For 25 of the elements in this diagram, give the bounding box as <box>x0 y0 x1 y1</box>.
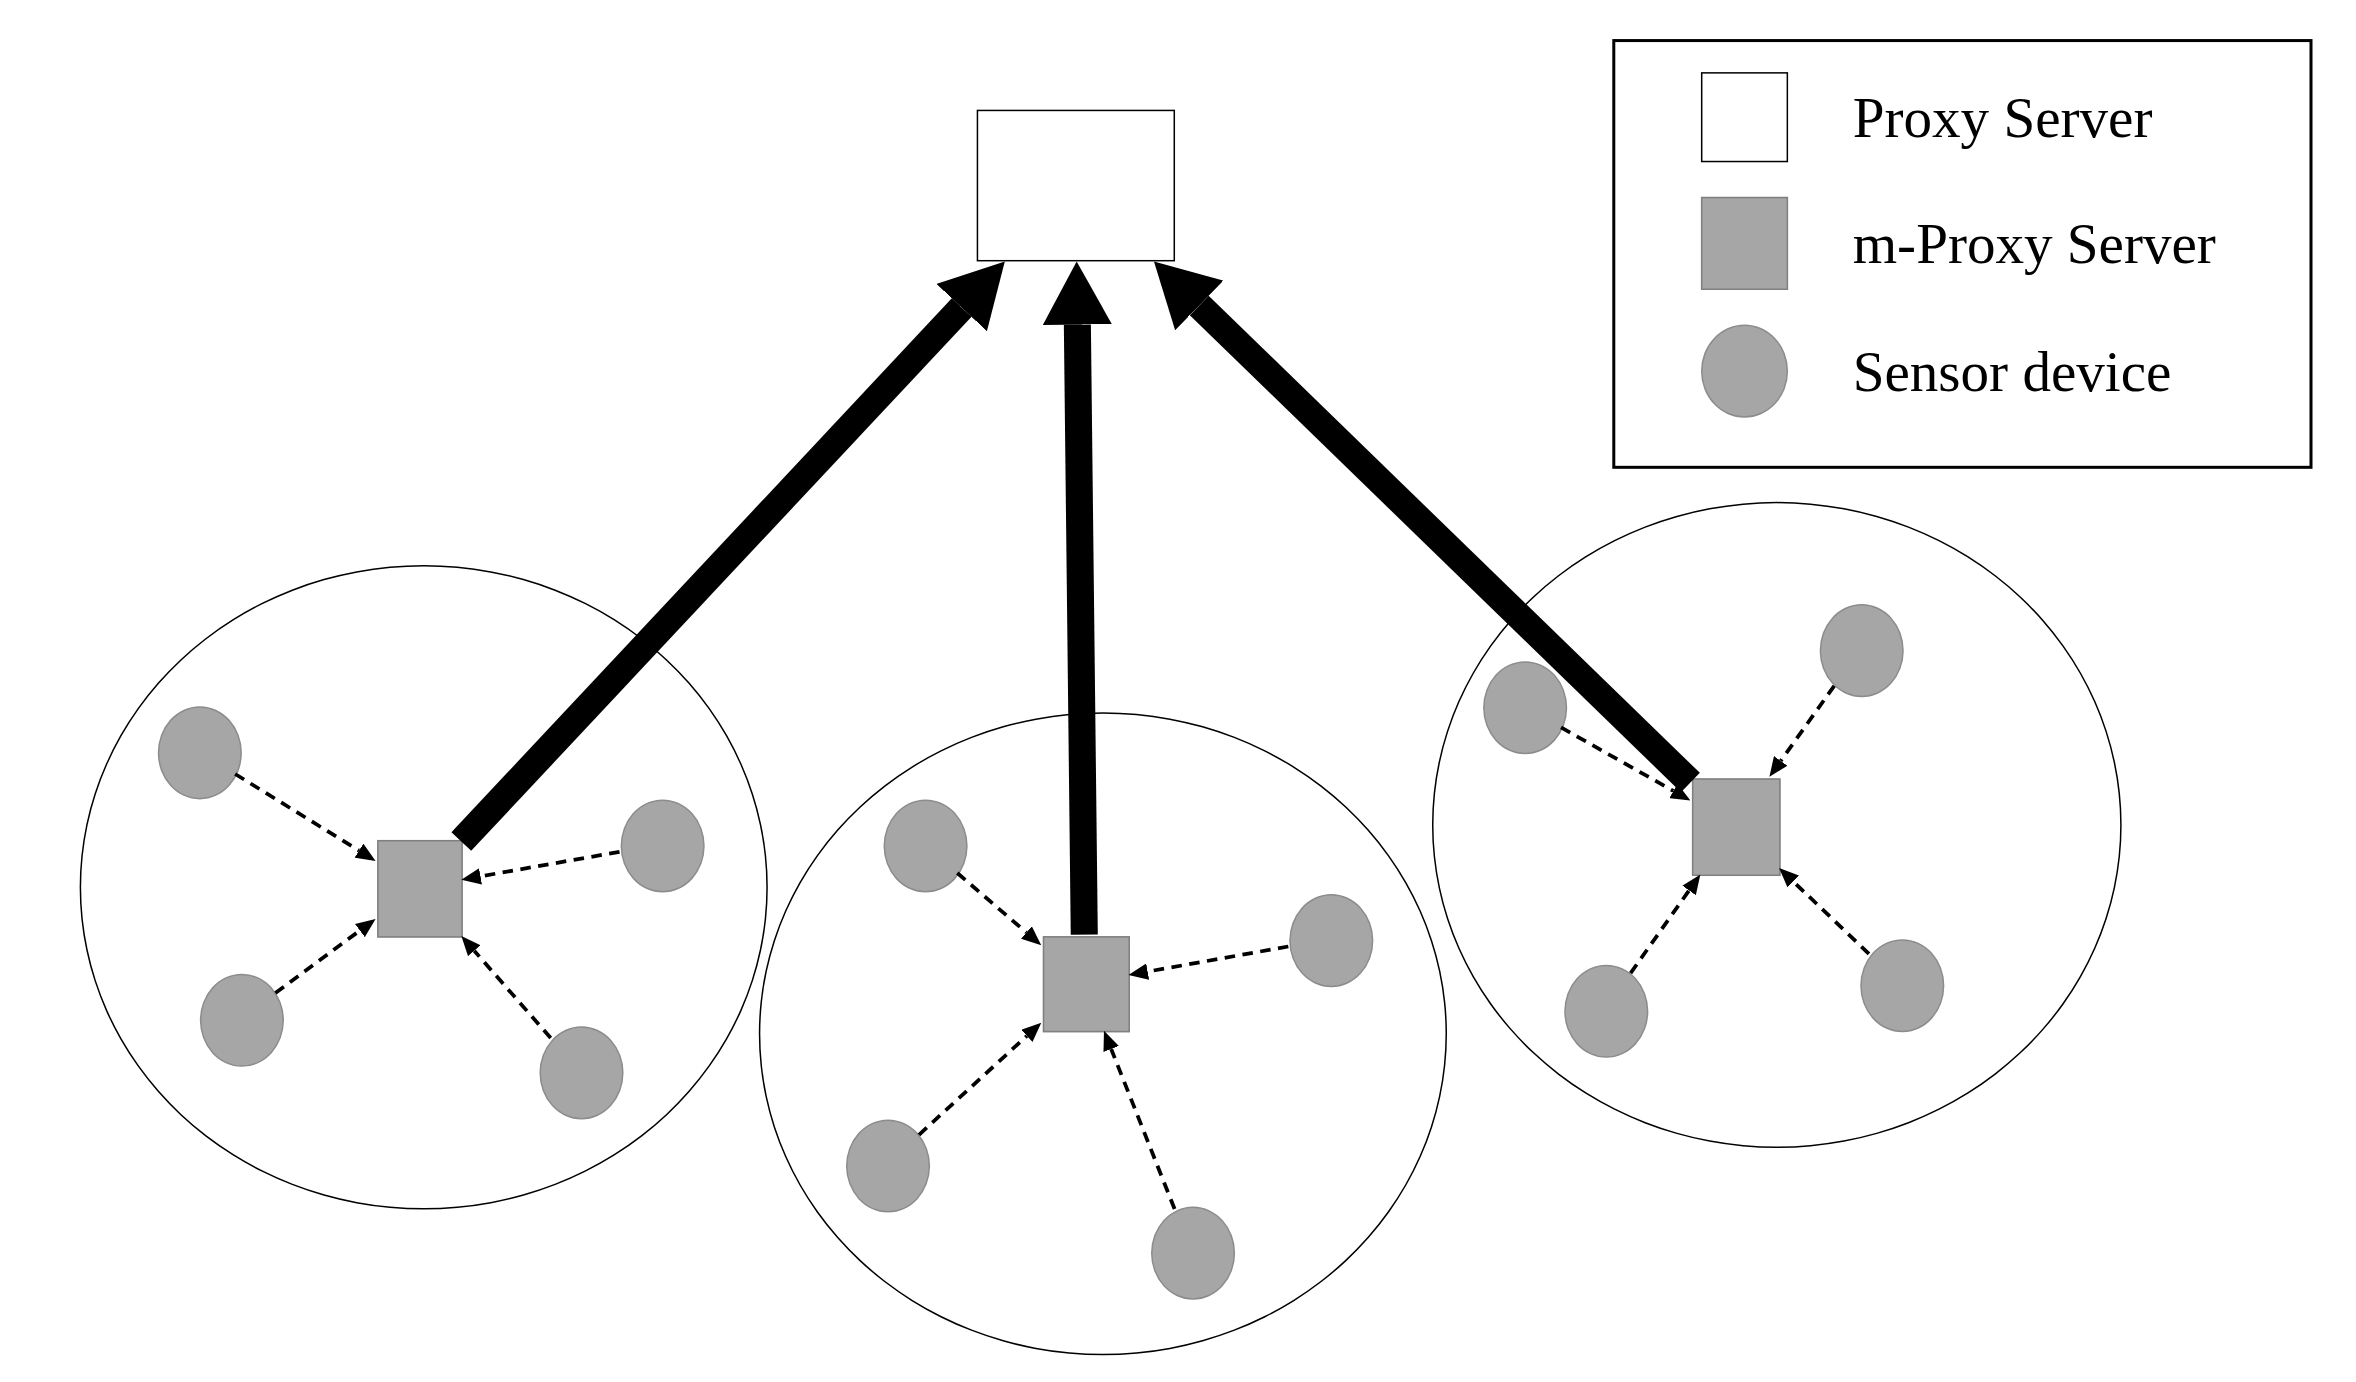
cluster-ellipse <box>79 565 768 1210</box>
thick-arrow <box>1153 261 1700 793</box>
server-box <box>976 109 1176 262</box>
dashed-arrow <box>234 772 376 861</box>
thick-arrow <box>451 261 1005 851</box>
legend-label: Proxy Server <box>1852 84 2153 151</box>
m-proxy-square <box>377 839 463 938</box>
dashed-arrow <box>1779 867 1871 956</box>
m-proxy-square <box>1691 778 1781 876</box>
dashed-arrow <box>461 936 553 1040</box>
thick-arrow <box>1042 261 1112 935</box>
dashed-arrow <box>1769 684 1836 777</box>
dashed-arrow <box>917 1022 1042 1137</box>
cluster-ellipse <box>1432 501 2122 1148</box>
dashed-arrow <box>461 849 620 885</box>
dashed-arrow <box>1128 944 1289 980</box>
dashed-arrow <box>1103 1030 1177 1210</box>
dashed-arrow <box>956 871 1042 946</box>
dashed-arrow <box>1629 874 1701 975</box>
legend-label: m-Proxy Server <box>1852 210 2216 277</box>
m-proxy-square <box>1042 936 1130 1033</box>
dashed-arrow <box>274 918 376 995</box>
cluster-ellipse <box>758 712 1447 1356</box>
legend-label: Sensor device <box>1852 338 2172 405</box>
dashed-arrow <box>1560 725 1691 801</box>
